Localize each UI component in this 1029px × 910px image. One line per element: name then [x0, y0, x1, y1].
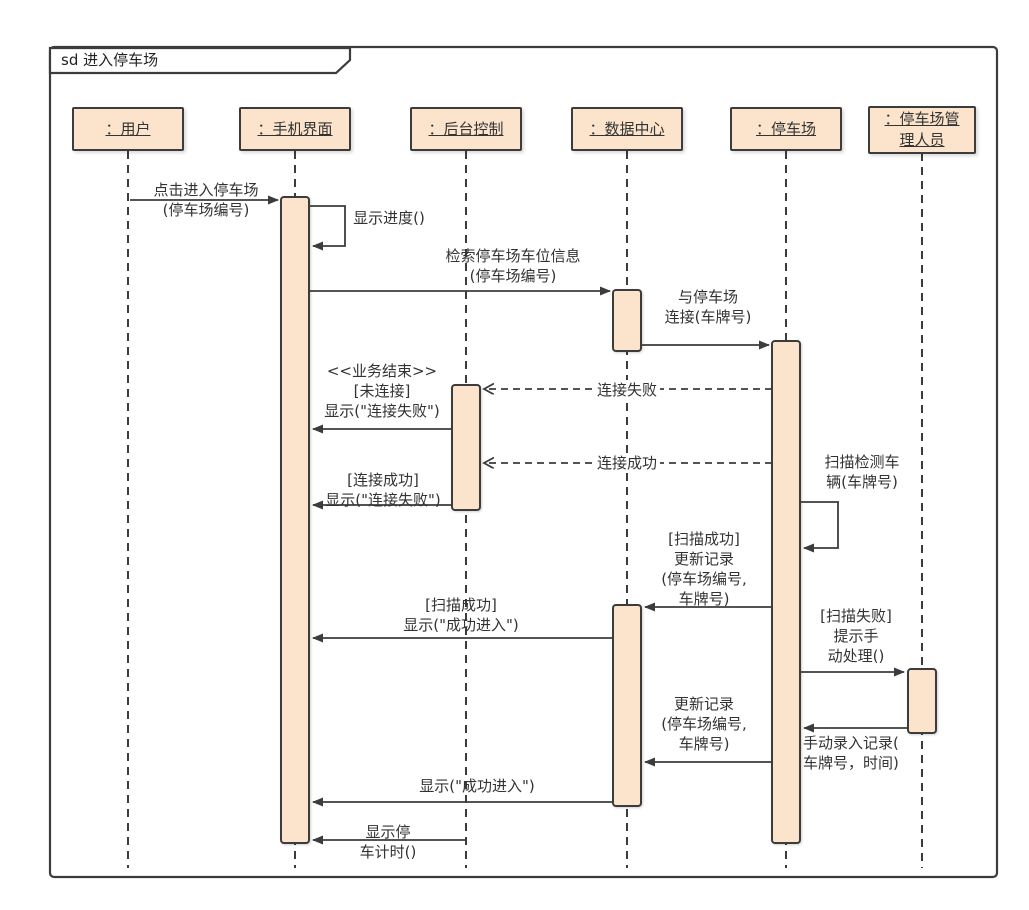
- message-arrow-show-progress-self: [309, 205, 346, 251]
- message-label-search-parking-info: 检索停车场车位信息 (停车场编号): [445, 247, 581, 285]
- message-label-scan-ok-update-record: [扫描成功] 更新记录 (停车场编号, 车牌号): [661, 530, 747, 608]
- message-label-scan-detect-vehicle: 扫描检测车 辆(车牌号): [824, 453, 900, 491]
- frame-title-tab: [48, 46, 352, 75]
- activation-data-center-2: [612, 604, 642, 807]
- lifeline-head-parking-lot: ：停车场: [730, 107, 842, 151]
- messages-group: [130, 195, 908, 845]
- lifeline-head-data-center: ：数据中心: [571, 107, 683, 151]
- lifeline-head-phone-ui: ：手机界面: [239, 107, 351, 151]
- message-label-scan-ok-show-enter: [扫描成功] 显示("成功进入"): [403, 596, 519, 634]
- activation-phone-ui: [280, 196, 310, 844]
- activation-parking-manager: [907, 668, 937, 734]
- message-label-manual-record: 手动录入记录( 车牌号，时间): [803, 734, 899, 772]
- frame-title: sd 进入停车场: [61, 51, 159, 69]
- message-label-show-progress: 显示进度(): [353, 209, 425, 227]
- activations-group: [280, 196, 937, 844]
- message-label-scan-fail-manual: [扫描失败] 提示手 动处理(): [820, 607, 892, 665]
- message-label-update-record: 更新记录 (停车场编号, 车牌号): [661, 695, 747, 753]
- activation-backend-control: [451, 384, 481, 511]
- frame-border: [48, 45, 999, 879]
- activation-parking-lot: [771, 340, 801, 844]
- activation-data-center-1: [612, 289, 642, 352]
- message-label-connect-success: 连接成功: [593, 453, 661, 473]
- message-label-business-end-show-fail: <<业务结束>> [未连接] 显示("连接失败"): [324, 362, 440, 420]
- message-label-show-parking-timer: 显示停 车计时(): [359, 823, 417, 861]
- message-label-click-enter: 点击进入停车场 (停车场编号): [153, 181, 259, 219]
- message-label-show-fail-on-success: [连接成功] 显示("连接失败"): [325, 471, 441, 509]
- lifeline-head-user: ：用户: [72, 107, 184, 151]
- message-arrow-scan-detect-self: [800, 501, 839, 553]
- message-label-connect-fail: 连接失败: [593, 380, 661, 400]
- lifeline-head-parking-manager: ：停车场管 理人员: [868, 106, 976, 154]
- message-label-show-enter-success: 显示("成功进入"): [419, 777, 535, 795]
- message-label-connect-parking: 与停车场 连接(车牌号): [664, 288, 752, 326]
- lifeline-head-backend-control: ：后台控制: [410, 107, 522, 151]
